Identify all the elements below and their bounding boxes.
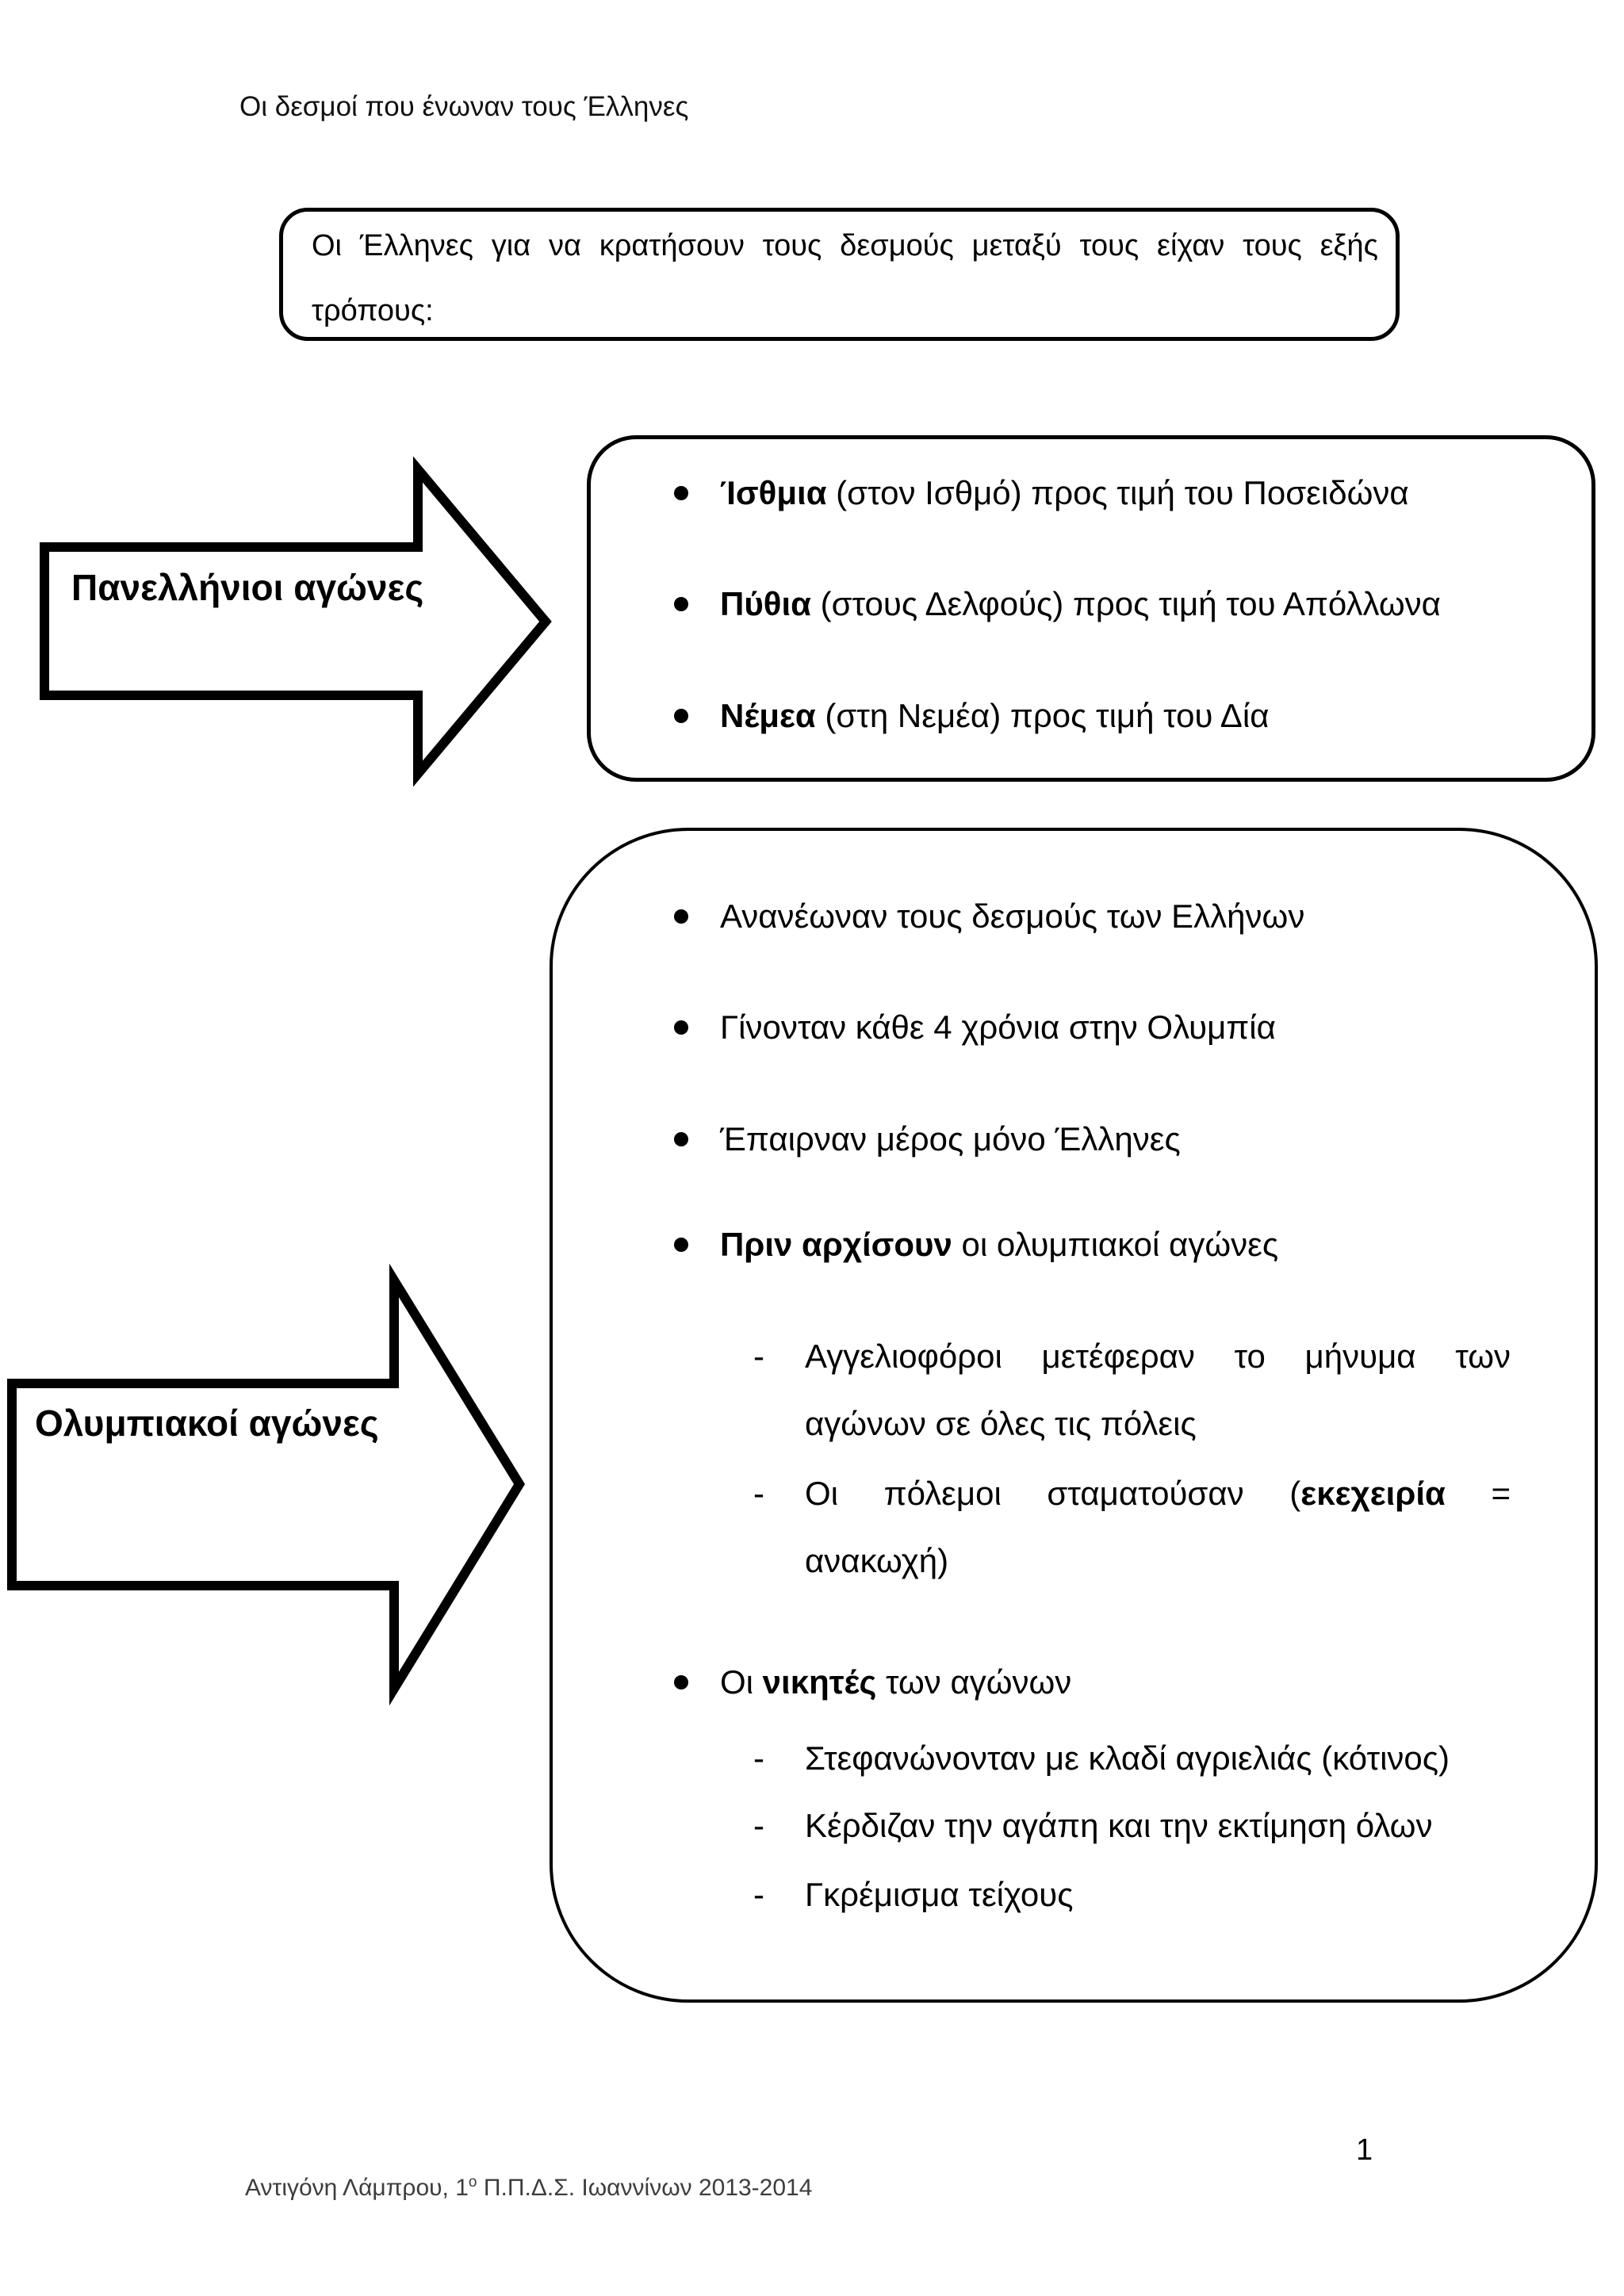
sub-list-item-text: Αγγελιοφόροι μετέφεραν το μήνυμα των αγώ… — [805, 1337, 1511, 1442]
list-item-text: Έπαιρναν μέρος μόνο Έλληνες — [720, 1120, 1181, 1158]
bullet-icon — [674, 1675, 688, 1689]
sub-list-item-text: Γκρέμισμα τείχους — [805, 1876, 1074, 1913]
right-arrow-shape-olympic — [7, 1263, 526, 1706]
sub-list-item: - Γκρέμισμα τείχους — [753, 1872, 1073, 1918]
intro-box: Οι Έλληνες για να κρατήσουν τους δεσμούς… — [279, 208, 1400, 341]
list-item-text: Ίσθμια (στον Ισθμό) προς τιμή του Ποσειδ… — [720, 474, 1409, 511]
page-title: Οι δεσμοί που ένωναν τους Έλληνες — [239, 91, 689, 122]
footer-ordinal: ο — [468, 2174, 477, 2191]
sub-list-item: - Αγγελιοφόροι μετέφεραν το μήνυμα των α… — [753, 1322, 1511, 1457]
sub-list-item: - Στεφανώνονταν με κλαδί αγριελιάς (κότι… — [753, 1735, 1450, 1781]
list-item-text: Νέμεα (στη Νεμέα) προς τιμή του Δία — [720, 697, 1270, 734]
bullet-icon — [674, 1020, 688, 1035]
intro-text: Οι Έλληνες για να κρατήσουν τους δεσμούς… — [312, 229, 1378, 327]
bullet-icon — [674, 597, 688, 611]
bullet-icon — [674, 1132, 688, 1146]
list-item-text: Οι νικητές των αγώνων — [720, 1663, 1072, 1701]
sub-list-item-text: Οι πόλεμοι σταματούσαν (εκεχειρία = ανακ… — [805, 1475, 1511, 1579]
olympic-games-box: Ανανέωναν τους δεσμούς των Ελλήνων Γίνον… — [550, 828, 1598, 2003]
list-item-text: Ανανέωναν τους δεσμούς των Ελλήνων — [720, 897, 1305, 935]
sub-list-item: - Κέρδιζαν την αγάπη και την εκτίμηση όλ… — [753, 1803, 1432, 1849]
list-item-text: Πριν αρχίσουν οι ολυμπιακοί αγώνες — [720, 1226, 1279, 1263]
dash-icon: - — [753, 1876, 764, 1913]
sub-list-item-text: Στεφανώνονταν με κλαδί αγριελιάς (κότινο… — [805, 1739, 1450, 1777]
list-item: Πύθια (στους Δελφούς) προς τιμή του Απόλ… — [674, 581, 1441, 627]
list-item: Ανανέωναν τους δεσμούς των Ελλήνων — [674, 894, 1304, 939]
bullet-icon — [674, 709, 688, 723]
bullet-icon — [674, 1238, 688, 1252]
list-item: Οι νικητές των αγώνων — [674, 1659, 1071, 1705]
arrow-polygon — [40, 456, 552, 787]
list-item: Πριν αρχίσουν οι ολυμπιακοί αγώνες — [674, 1222, 1278, 1268]
panhellenic-games-box: Ίσθμια (στον Ισθμό) προς τιμή του Ποσειδ… — [587, 435, 1595, 782]
list-item-text: Γίνονταν κάθε 4 χρόνια στην Ολυμπία — [720, 1008, 1276, 1046]
footer-text: Αντιγόνη Λάμπρου, 1ο Π.Π.Δ.Σ. Ιωαννίνων … — [245, 2167, 812, 2204]
list-item: Γίνονταν κάθε 4 χρόνια στην Ολυμπία — [674, 1004, 1276, 1050]
arrow-label-olympic: Ολυμπιακοί αγώνες — [35, 1402, 379, 1444]
list-item: Νέμεα (στη Νεμέα) προς τιμή του Δία — [674, 693, 1269, 739]
list-item-text: Πύθια (στους Δελφούς) προς τιμή του Απόλ… — [720, 585, 1441, 622]
bullet-icon — [674, 486, 688, 500]
bullet-icon — [674, 909, 688, 924]
list-item: Έπαιρναν μέρος μόνο Έλληνες — [674, 1116, 1181, 1162]
dash-icon: - — [753, 1475, 764, 1512]
sub-list-item: - Οι πόλεμοι σταματούσαν (εκεχειρία = αν… — [753, 1460, 1511, 1594]
dash-icon: - — [753, 1807, 764, 1844]
list-item: Ίσθμια (στον Ισθμό) προς τιμή του Ποσειδ… — [674, 470, 1409, 516]
arrow-label-panhellenic: Πανελλήνιοι αγώνες — [71, 567, 424, 608]
page-number: 1 — [1356, 2133, 1373, 2167]
dash-icon: - — [753, 1739, 764, 1777]
footer-school: Π.Π.Δ.Σ. Ιωαννίνων 2013-2014 — [477, 2175, 813, 2201]
right-arrow-shape-panhellenic — [40, 456, 552, 787]
dash-icon: - — [753, 1337, 764, 1375]
sub-list-item-text: Κέρδιζαν την αγάπη και την εκτίμηση όλων — [805, 1807, 1433, 1844]
arrow-polygon — [7, 1263, 526, 1706]
footer-author: Αντιγόνη Λάμπρου, 1 — [245, 2175, 469, 2201]
